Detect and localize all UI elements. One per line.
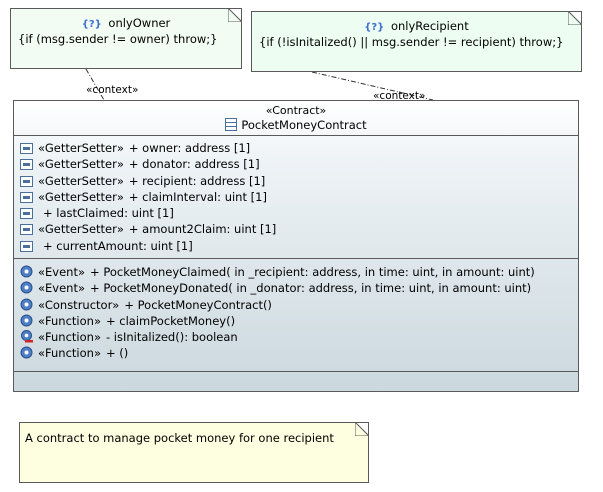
recipient-context-label: «context» <box>373 90 426 102</box>
attribute-row[interactable]: «GetterSetter»+ amount2Claim: uint [1] <box>14 221 578 237</box>
attribute-row[interactable]: «GetterSetter»+ claimInterval: uint [1] <box>14 189 578 205</box>
operation-icon <box>20 346 33 359</box>
owner-context-label: «context» <box>86 84 139 96</box>
operation-row[interactable]: «Function»- isInitalized(): boolean <box>14 329 578 345</box>
operations-compartment: «Event»+ PocketMoneyClaimed( in _recipie… <box>14 259 578 372</box>
attribute-icon <box>20 240 33 252</box>
description-text: A contract to manage pocket money for on… <box>25 431 334 445</box>
only-owner-constraint-note[interactable]: {?} onlyOwner {if (msg.sender != owner) … <box>10 8 242 69</box>
class-header: «Contract» PocketMoneyContract <box>14 101 578 136</box>
class-stereotype: «Contract» <box>265 104 327 117</box>
private-operation-icon <box>21 330 33 343</box>
attribute-row[interactable]: «GetterSetter»+ recipient: address [1] <box>14 173 578 189</box>
operation-row[interactable]: «Constructor»+ PocketMoneyContract() <box>14 297 578 313</box>
note-fold-icon <box>568 12 581 25</box>
constraint-body: {if (!isInitalized() || msg.sender != re… <box>259 35 564 49</box>
operation-icon <box>20 298 33 311</box>
description-note[interactable]: A contract to manage pocket money for on… <box>19 422 369 483</box>
note-fold-icon <box>228 9 241 22</box>
operation-row[interactable]: «Event»+ PocketMoneyClaimed( in _recipie… <box>14 264 578 280</box>
constraint-icon: {?} <box>364 22 385 33</box>
recipient-context-link[interactable] <box>311 71 434 101</box>
attribute-icon <box>20 143 33 154</box>
constraint-icon: {?} <box>81 19 102 30</box>
contract-class-box[interactable]: «Contract» PocketMoneyContract «GetterSe… <box>13 100 579 392</box>
operation-row[interactable]: «Function»+ () <box>14 345 578 361</box>
only-recipient-constraint-note[interactable]: {?} onlyRecipient {if (!isInitalized() |… <box>251 11 582 72</box>
attribute-row[interactable]: «GetterSetter»+ donator: address [1] <box>14 156 578 172</box>
operation-row[interactable]: «Function»+ claimPocketMoney() <box>14 313 578 329</box>
empty-compartment <box>14 372 578 391</box>
operation-row[interactable]: «Event»+ PocketMoneyDonated( in _donator… <box>14 280 578 296</box>
attribute-icon <box>20 175 33 187</box>
attribute-row[interactable]: + lastClaimed: uint [1] <box>14 205 578 221</box>
attribute-icon <box>20 224 33 236</box>
attribute-row[interactable]: + currentAmount: uint [1] <box>14 238 578 254</box>
operation-icon <box>20 265 33 278</box>
attributes-compartment: «GetterSetter»+ owner: address [1] «Gett… <box>14 136 578 259</box>
note-fold-icon <box>355 423 368 436</box>
attribute-icon <box>20 191 33 203</box>
attribute-icon <box>20 208 33 220</box>
constraint-name: onlyOwner <box>108 16 171 30</box>
operation-icon <box>20 314 33 327</box>
class-name: PocketMoneyContract <box>241 118 367 132</box>
constraint-name: onlyRecipient <box>390 19 469 33</box>
attribute-icon <box>20 159 33 171</box>
attribute-row[interactable]: «GetterSetter»+ owner: address [1] <box>14 140 578 156</box>
class-icon <box>225 118 238 131</box>
owner-context-link[interactable] <box>85 68 105 101</box>
constraint-body: {if (msg.sender != owner) throw;} <box>18 32 218 46</box>
operation-icon <box>20 281 33 294</box>
